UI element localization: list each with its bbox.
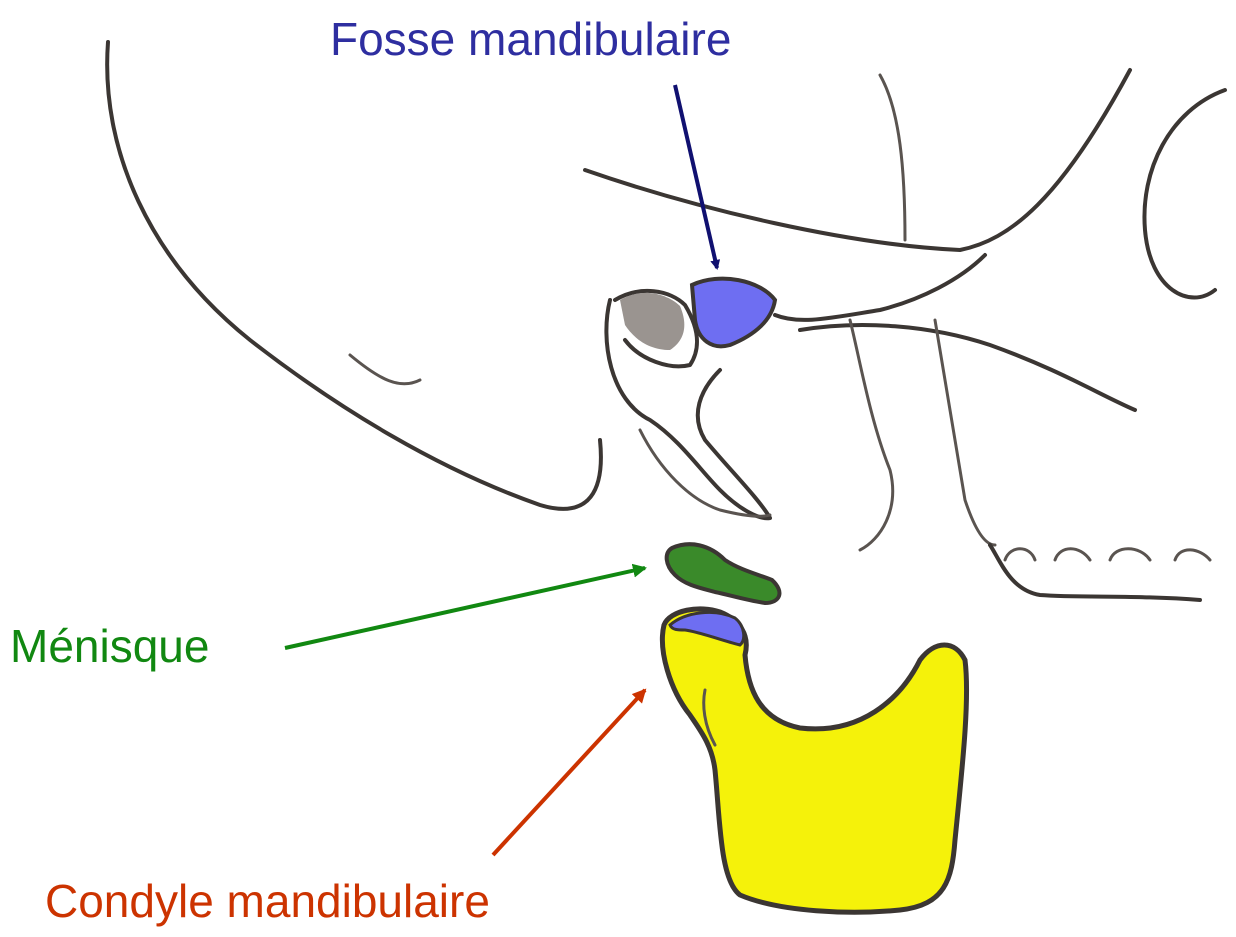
fossa-region	[692, 279, 775, 347]
skull-outline	[107, 42, 1225, 600]
mandible-region	[662, 609, 966, 912]
menisque-label: Ménisque	[10, 623, 209, 669]
fosse-arrow	[675, 85, 717, 268]
fosse-mandibulaire-label: Fosse mandibulaire	[330, 16, 731, 62]
condyle-mandibulaire-label: Condyle mandibulaire	[45, 878, 490, 924]
condyle-arrow	[493, 690, 645, 855]
meniscus-region	[667, 544, 780, 603]
menisque-arrow	[285, 568, 645, 648]
